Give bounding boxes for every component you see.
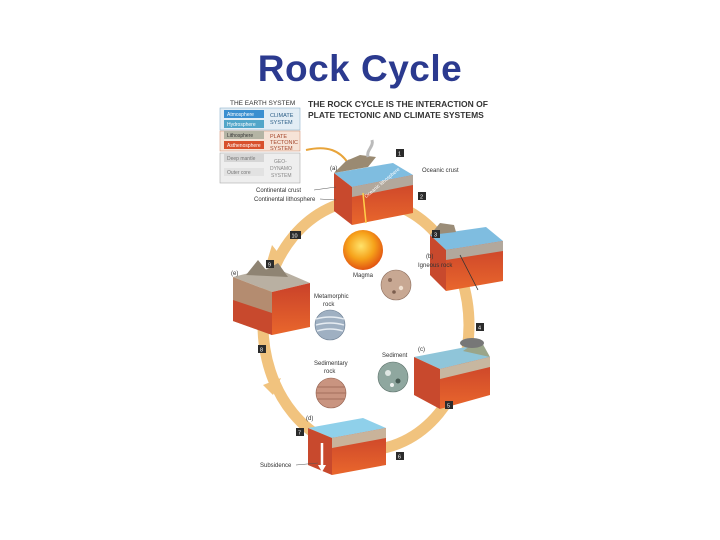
slide-title: Rock Cycle: [257, 48, 463, 89]
block-b: [430, 223, 503, 291]
group-label: GEO-: [274, 159, 287, 165]
sedimentary-rock-label-1: Sedimentary: [314, 361, 348, 367]
svg-text:5: 5: [447, 404, 450, 410]
svg-text:3: 3: [434, 233, 437, 239]
block-c: [414, 338, 490, 409]
igneous-rock-label: Igneous rock: [418, 263, 453, 269]
layer-label: Hydrosphere: [227, 122, 256, 128]
panel-letter-b: (b): [426, 254, 433, 260]
step-badge: [476, 323, 484, 331]
rain-cloud: [460, 338, 484, 348]
group-label: DYNAMO: [270, 166, 292, 172]
metamorphic-rock-label-1: Metamorphic: [314, 294, 349, 300]
layer-outer-core: [224, 168, 264, 176]
layer-deep-mantle: [224, 154, 264, 162]
layer-label: Outer core: [227, 170, 251, 176]
group-label: CLIMATE: [270, 113, 294, 119]
panel-letter-e: (e): [231, 271, 238, 277]
metamorphic-rock-sample: [314, 309, 346, 341]
layer-label: Atmosphere: [227, 112, 254, 118]
svg-text:10: 10: [292, 234, 298, 240]
figure-heading-line-2: PLATE TECTONIC AND CLIMATE SYSTEMS: [308, 110, 484, 120]
layer-lithosphere: [224, 131, 264, 139]
panel-letter-c: (c): [418, 347, 425, 353]
magma-circle: [343, 230, 383, 270]
step-badge: [445, 401, 453, 409]
cycle-arrowhead: [263, 378, 281, 395]
layer-asthenosphere: [224, 141, 264, 149]
metamorphic-rock-label-2: rock: [323, 302, 335, 308]
step-badge: [296, 428, 304, 436]
svg-text:8: 8: [260, 348, 263, 354]
panel-letter-d: (d): [306, 416, 313, 422]
svg-text:1: 1: [398, 152, 401, 158]
step-badge: [258, 345, 266, 353]
step-badge: [418, 192, 426, 200]
oceanic-crust-label: Oceanic crust: [422, 168, 459, 174]
group-label: TECTONIC: [270, 140, 298, 146]
block-d: [308, 418, 386, 475]
layer-label: Asthenosphere: [227, 143, 261, 149]
svg-text:9: 9: [268, 263, 271, 269]
svg-text:2: 2: [420, 195, 423, 201]
svg-text:7: 7: [298, 431, 301, 437]
step-badge: [396, 149, 404, 157]
svg-text:6: 6: [398, 455, 401, 461]
block-e: [233, 260, 310, 335]
igneous-rock-sample: [380, 269, 412, 301]
magma-label: Magma: [353, 273, 374, 279]
inset-pointer-arrow: [305, 147, 349, 164]
sediment-sample: [377, 361, 409, 393]
step-badge: [266, 260, 274, 268]
step-badges: 1 2 3 4 5 6 7 8 9 10: [258, 149, 484, 461]
sedimentary-rock-label-2: rock: [324, 369, 336, 375]
rock-cycle-figure: THE EARTH SYSTEM Atmosphere Hydrosphere …: [218, 95, 516, 480]
step-badge: [290, 231, 301, 239]
group-label: SYSTEM: [270, 146, 293, 152]
sediment-label: Sediment: [382, 353, 408, 359]
earth-system-title: THE EARTH SYSTEM: [230, 100, 295, 107]
earth-system-inset: THE EARTH SYSTEM Atmosphere Hydrosphere …: [219, 100, 301, 184]
block-a: Oceanic lithosphere: [334, 139, 413, 225]
layer-label: Deep mantle: [227, 156, 256, 162]
layer-hydrosphere: [224, 120, 264, 128]
svg-text:4: 4: [478, 326, 481, 332]
continental-crust-label: Continental crust: [256, 188, 301, 194]
group-label: SYSTEM: [270, 120, 293, 126]
layer-label: Lithosphere: [227, 133, 253, 139]
group-label: PLATE: [270, 134, 287, 140]
layer-atmosphere: [224, 110, 264, 118]
group-label: SYSTEM: [271, 173, 292, 179]
subsidence-label: Subsidence: [260, 463, 292, 469]
step-badge: [432, 230, 440, 238]
figure-heading-line-1: THE ROCK CYCLE IS THE INTERACTION OF: [308, 99, 488, 109]
panel-letter-a: (a): [330, 166, 337, 172]
continental-lithosphere-label: Continental lithosphere: [254, 197, 316, 203]
step-badge: [396, 452, 404, 460]
